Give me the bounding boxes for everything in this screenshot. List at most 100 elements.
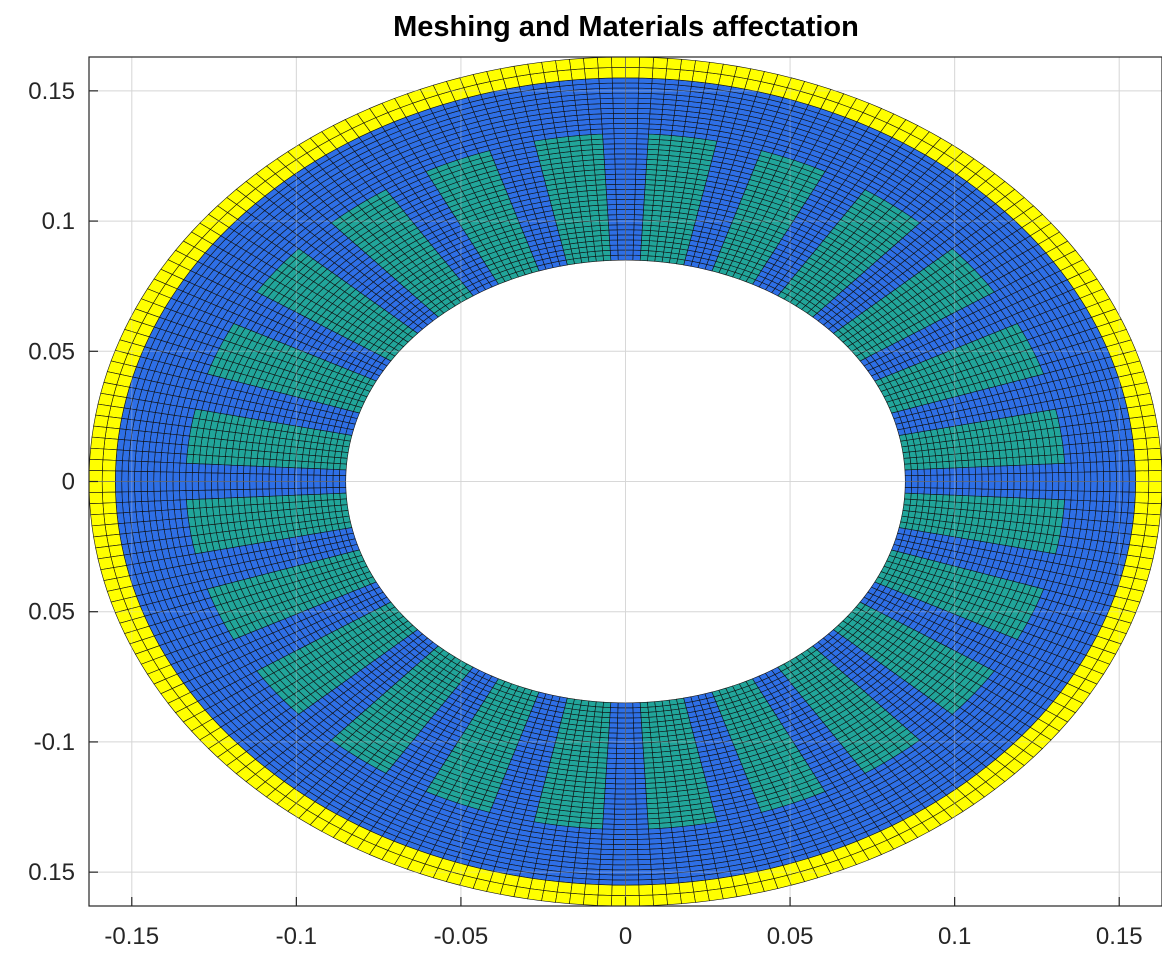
mesh-cell (1013, 464, 1021, 474)
mesh-cell (949, 467, 957, 476)
mesh-cell (974, 466, 983, 475)
mesh-cell (625, 717, 634, 724)
mesh-cell (256, 496, 264, 505)
mesh-cell (649, 721, 659, 728)
mesh-cell (625, 188, 636, 195)
mesh-cell (908, 450, 917, 459)
mesh-cell (294, 474, 302, 482)
mesh-cell (929, 493, 938, 502)
mesh-cell (256, 450, 265, 460)
mesh-cell (647, 706, 657, 713)
mesh-cell (596, 189, 607, 196)
mesh-cell (595, 777, 607, 784)
mesh-cell (643, 757, 654, 764)
mesh-cell (615, 178, 626, 185)
mesh-cell (1020, 481, 1028, 491)
mesh-cell (936, 468, 944, 476)
mesh-cell (275, 481, 283, 490)
mesh-cell (268, 488, 277, 497)
mesh-cell (904, 492, 912, 500)
mesh-cell (635, 798, 648, 805)
mesh-cell (250, 450, 259, 459)
mesh-cell (313, 468, 321, 476)
mesh-cell (904, 481, 912, 488)
mesh-cell (593, 711, 603, 718)
mesh-cell (320, 462, 328, 470)
mesh-cell (287, 481, 295, 489)
mesh-cell (633, 742, 644, 749)
mesh-cell (625, 783, 636, 790)
mesh-cell (236, 465, 245, 474)
mesh-cell (650, 731, 660, 738)
mesh-cell (608, 722, 618, 729)
mesh-cell (981, 466, 989, 475)
mesh-cell (639, 701, 649, 708)
mesh-cell (922, 455, 931, 464)
mesh-cell (333, 493, 341, 500)
mesh-cell (648, 240, 658, 247)
mesh-cell (974, 488, 983, 497)
mesh-cell (605, 183, 617, 190)
mesh-cell (625, 737, 635, 744)
mesh-cell (625, 778, 636, 785)
mesh-cell (339, 469, 347, 477)
mesh-cell (915, 505, 924, 513)
mesh-cell (307, 481, 315, 489)
mesh-cell (642, 747, 653, 754)
mesh-cell (999, 496, 1008, 506)
mesh-cell (281, 481, 289, 489)
mesh-cell (625, 199, 636, 205)
mesh-cell (651, 741, 662, 748)
mesh-cell (592, 235, 602, 242)
mesh-cell (243, 496, 252, 506)
mesh-cell (615, 768, 626, 775)
mesh-cell (616, 748, 626, 754)
mesh-cell (614, 163, 626, 170)
mesh-cell (917, 475, 925, 482)
mesh-cell (632, 244, 642, 251)
mesh-cell (281, 466, 289, 475)
mesh-cell (249, 481, 257, 490)
mesh-cell (904, 463, 912, 471)
mesh-cell (921, 449, 930, 458)
mesh-cell (237, 497, 245, 506)
mesh-cell (332, 475, 340, 482)
mesh-cell (313, 487, 321, 495)
mesh-cell (231, 505, 240, 515)
mesh-cell (217, 489, 225, 499)
mesh-cell (942, 494, 950, 502)
mesh-cell (307, 454, 316, 463)
mesh-cell (249, 473, 257, 482)
mesh-cell (909, 456, 918, 465)
mesh-cell (263, 503, 272, 512)
mesh-cell (595, 772, 607, 779)
mesh-cell (262, 481, 270, 490)
mesh-cell (625, 163, 637, 170)
mesh-cell (644, 184, 656, 191)
mesh-cell (1006, 489, 1015, 498)
mesh-cell (327, 456, 335, 464)
mesh-cell (339, 457, 348, 465)
mesh-cell (300, 481, 308, 489)
mesh-cell (1032, 472, 1040, 482)
mesh-cell (598, 209, 609, 216)
mesh-cell (594, 169, 606, 176)
mesh-cell (211, 489, 219, 499)
mesh-cell (617, 234, 626, 241)
mesh-cell (593, 240, 603, 247)
mesh-cell (605, 178, 616, 185)
mesh-cell (224, 497, 233, 507)
mesh-cell (625, 193, 636, 200)
mesh-cell (987, 465, 996, 475)
mesh-cell (276, 502, 284, 511)
mesh-cell (1013, 489, 1021, 499)
mesh-cell (211, 455, 220, 465)
mesh-cell (607, 742, 618, 749)
mesh-cell (625, 727, 635, 734)
mesh-cell (625, 742, 635, 749)
mesh-cell (1006, 457, 1014, 466)
mesh-cell (643, 762, 655, 769)
mesh-cell (929, 461, 938, 470)
mesh-cell (649, 235, 659, 242)
mesh-cell (600, 727, 610, 734)
